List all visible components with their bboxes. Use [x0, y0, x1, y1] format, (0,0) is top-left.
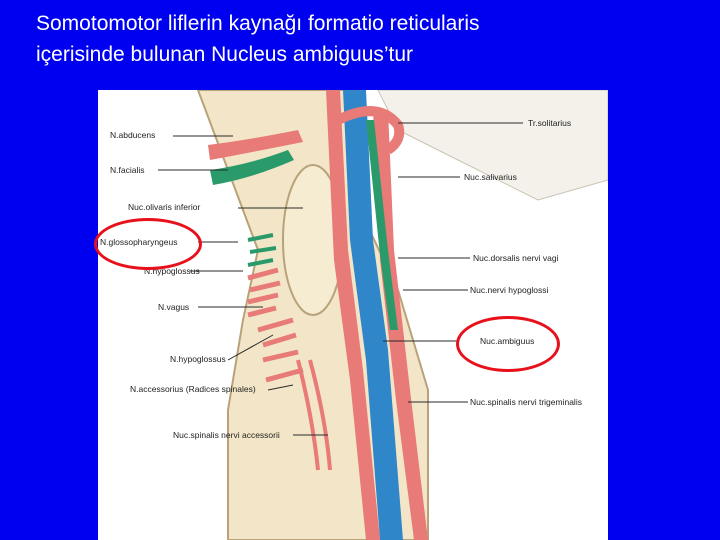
label-nuc-spinalis-nervi-trigeminalis: Nuc.spinalis nervi trigeminalis [470, 397, 582, 407]
accessorius-roots [296, 359, 332, 471]
label-n-hypoglossus-lower: N.hypoglossus [170, 354, 226, 364]
label-nuc-nervi-hypoglossi: Nuc.nervi hypoglossi [470, 285, 549, 295]
abducens-root [208, 130, 303, 160]
label-n-vagus: N.vagus [158, 302, 190, 312]
title-line-1: Somotomotor liflerin kaynağı formatio re… [36, 12, 480, 35]
highlight-ring-glossopharyngeus [94, 218, 202, 270]
facial-root [210, 150, 294, 185]
title-line-2: içerisinde bulunan Nucleus ambiguus’tur [36, 43, 414, 66]
highlight-ring-ambiguus [456, 316, 560, 372]
rootlets-1 [247, 233, 277, 267]
rootlets-2 [247, 267, 281, 318]
brainstem-drawing [158, 90, 608, 540]
label-n-facialis: N.facialis [110, 165, 145, 175]
label-nuc-spinalis-nervi-accessorii: Nuc.spinalis nervi accessorii [173, 430, 280, 440]
brainstem-illustration: N.abducens N.facialis Nuc.olivaris infer… [98, 90, 608, 540]
label-n-abducens: N.abducens [110, 130, 156, 140]
cerebellar-region [377, 90, 608, 201]
leader-lines [158, 122, 523, 436]
sensory-column [343, 90, 403, 540]
label-n-accessorius: N.accessorius (Radices spinales) [130, 384, 256, 394]
visceral-column [366, 120, 398, 330]
label-nuc-olivaris-inferior: Nuc.olivaris inferior [128, 202, 201, 212]
label-nuc-salivarius: Nuc.salivarius [464, 172, 517, 182]
slide-title: Somotomotor liflerin kaynağı formatio re… [36, 8, 696, 70]
rootlets-3 [257, 317, 304, 383]
label-n-hypoglossus-upper: N.hypoglossus [144, 266, 200, 276]
label-tr-solitarius: Tr.solitarius [528, 118, 572, 128]
upper-loop [335, 106, 405, 155]
motor-column-1 [326, 90, 380, 540]
label-nuc-dorsalis-nervi-vagi: Nuc.dorsalis nervi vagi [473, 253, 559, 263]
motor-column-2 [373, 110, 428, 540]
